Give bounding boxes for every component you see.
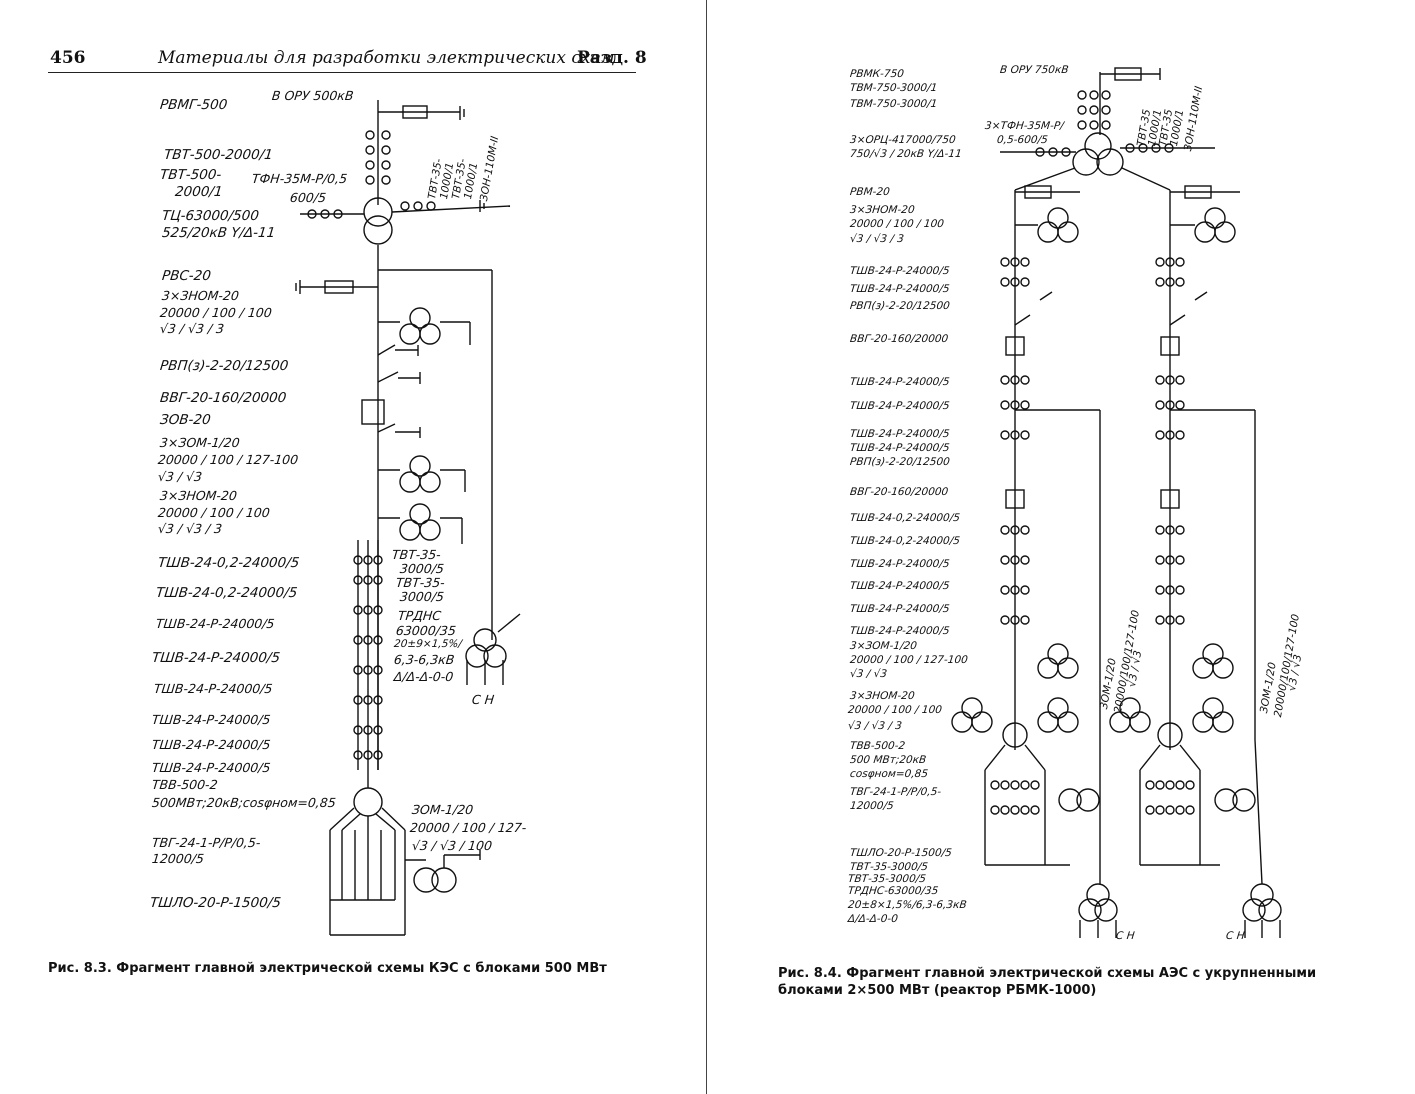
fig84-label: √3 / √3 / 3 bbox=[849, 233, 905, 245]
fig84-label: ТВГ-24-1-Р/Р/0,5- bbox=[849, 786, 942, 798]
fig84-caption: Рис. 8.4. Фрагмент главной электрической… bbox=[778, 966, 1317, 998]
fig84-label: ТШВ-24-Р-24000/5 bbox=[849, 376, 951, 388]
fig84-label: √3 / √3 bbox=[849, 668, 888, 680]
fig84-label: ТШВ-24-0,2-24000/5 bbox=[849, 512, 961, 524]
fig84-label: 20000 / 100 / 127-100 bbox=[849, 654, 969, 666]
fig84-label: ТВВ-500-2 bbox=[849, 740, 906, 752]
fig84-label: 20000 / 100 / 100 bbox=[849, 218, 945, 230]
fig84-label: 3×ЗОМ-1/20 bbox=[849, 640, 918, 652]
fig84-label: РВМ-20 bbox=[849, 186, 891, 198]
fig84-label: ТВТ-35-3000/5 bbox=[847, 873, 927, 885]
fig84-label: ТШВ-24-Р-24000/5 bbox=[849, 442, 951, 454]
fig84-label: ТШВ-24-Р-24000/5 bbox=[849, 428, 951, 440]
fig84-label: 3×ЗНОМ-20 bbox=[849, 690, 916, 702]
fig84-label: 3×ЗНОМ-20 bbox=[849, 204, 916, 216]
fig84-label: 3×ОРЦ-417000/750 bbox=[849, 134, 957, 146]
fig84-label: РВМК-750 bbox=[849, 68, 905, 80]
fig84-label: 3×ТФН-35М-Р/ bbox=[984, 120, 1065, 132]
fig84-label: 20000 / 100 / 100 bbox=[847, 704, 943, 716]
fig84-label: С Н bbox=[1115, 930, 1136, 942]
fig84-label: 0,5-600/5 bbox=[996, 134, 1049, 146]
fig84-label: 500 МВт;20кВ bbox=[849, 754, 927, 766]
fig84-label: РВП(з)-2-20/12500 bbox=[849, 456, 951, 468]
fig84-label: 12000/5 bbox=[849, 800, 895, 812]
fig84-label: ТШВ-24-Р-24000/5 bbox=[849, 283, 951, 295]
fig84-label: С Н bbox=[1225, 930, 1246, 942]
fig84-label: ТВМ-750-3000/1 bbox=[849, 82, 938, 94]
fig84-label: ВВГ-20-160/20000 bbox=[849, 333, 949, 345]
fig84-label: ТШВ-24-Р-24000/5 bbox=[849, 558, 951, 570]
fig84-label: РВП(з)-2-20/12500 bbox=[849, 300, 951, 312]
section-number: Разд. 8 bbox=[577, 48, 647, 68]
fig84-label: ТШВ-24-0,2-24000/5 bbox=[849, 535, 961, 547]
fig84-label: ТРДНС-63000/35 bbox=[847, 885, 939, 897]
header-rule bbox=[48, 72, 636, 73]
fig84-label: cosφном=0,85 bbox=[849, 768, 929, 780]
fig84-label: 750/√3 / 20кВ Y/Δ-11 bbox=[849, 148, 963, 160]
fig84-label: ТШВ-24-Р-24000/5 bbox=[849, 580, 951, 592]
page-number: 456 bbox=[50, 48, 86, 68]
fig84-label: ВВГ-20-160/20000 bbox=[849, 486, 949, 498]
fig84-label: ТШВ-24-Р-24000/5 bbox=[849, 625, 951, 637]
fig84-label: ТВТ-35-3000/5 bbox=[849, 861, 929, 873]
book-gutter bbox=[706, 0, 707, 1094]
fig84-label: ТШЛО-20-Р-1500/5 bbox=[849, 847, 953, 859]
fig84-label: В ОРУ 750кВ bbox=[999, 64, 1070, 76]
fig84-label: ТВМ-750-3000/1 bbox=[849, 98, 938, 110]
fig84-label: Δ/Δ-Δ-0-0 bbox=[847, 913, 899, 925]
running-head: Материалы для разработки электрических с… bbox=[158, 48, 615, 68]
fig84-label: ТШВ-24-Р-24000/5 bbox=[849, 603, 951, 615]
fig84-label: √3 / √3 / 3 bbox=[847, 720, 903, 732]
fig84-label: ТШВ-24-Р-24000/5 bbox=[849, 265, 951, 277]
fig84-label: ТШВ-24-Р-24000/5 bbox=[849, 400, 951, 412]
fig83-caption: Рис. 8.3. Фрагмент главной электрической… bbox=[48, 961, 607, 976]
fig84-label: 20±8×1,5%/6,3-6,3кВ bbox=[847, 899, 968, 911]
